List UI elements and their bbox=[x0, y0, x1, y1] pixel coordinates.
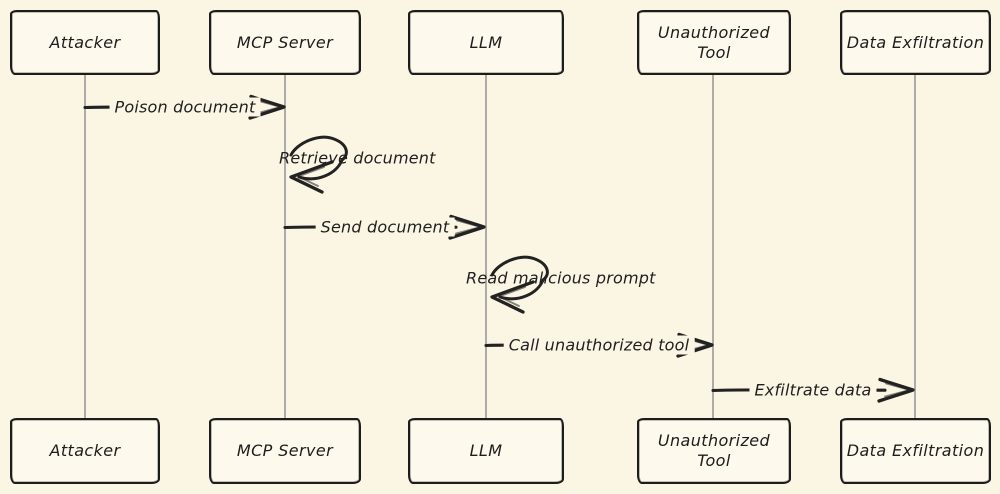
actor-label: Unauthorized Tool bbox=[657, 22, 771, 62]
actor-box-unauthorized-tool-bottom: Unauthorized Tool bbox=[637, 418, 791, 484]
message-label-retrieve-document: Retrieve document bbox=[279, 148, 436, 168]
actor-box-attacker-bottom: Attacker bbox=[10, 418, 160, 484]
actor-box-data-exfiltration-bottom: Data Exfiltration bbox=[840, 418, 991, 484]
arrowhead-icon bbox=[289, 160, 334, 194]
actor-label: MCP Server bbox=[236, 32, 334, 52]
actor-label: Unauthorized Tool bbox=[657, 431, 771, 470]
message-label-poison-document: Poison document bbox=[109, 97, 261, 117]
self-loop-read-malicious-prompt bbox=[490, 255, 549, 314]
actor-label: LLM bbox=[469, 441, 503, 460]
actor-label: Data Exfiltration bbox=[846, 441, 985, 460]
lifelines bbox=[84, 75, 916, 419]
message-label-read-malicious-prompt: Read malicious prompt bbox=[466, 268, 656, 288]
actor-box-mcp-server-top: MCP Server bbox=[209, 10, 361, 75]
message-label-call-unauthorized-tool: Call unauthorized tool bbox=[503, 335, 695, 355]
actor-box-llm-bottom: LLM bbox=[408, 418, 564, 484]
self-loop-retrieve-document bbox=[289, 135, 348, 194]
actor-box-data-exfiltration-top: Data Exfiltration bbox=[840, 10, 991, 75]
actor-label: Attacker bbox=[49, 32, 121, 52]
actor-label: Data Exfiltration bbox=[846, 32, 985, 52]
actor-label: MCP Server bbox=[236, 441, 334, 460]
arrowhead-icon bbox=[490, 280, 535, 314]
actor-box-attacker-top: Attacker bbox=[10, 10, 160, 75]
message-label-exfiltrate-data: Exfiltrate data bbox=[749, 380, 877, 400]
actor-label: LLM bbox=[469, 32, 503, 52]
actor-box-unauthorized-tool-top: Unauthorized Tool bbox=[637, 10, 791, 75]
actor-box-mcp-server-bottom: MCP Server bbox=[209, 418, 361, 484]
actor-label: Attacker bbox=[49, 441, 121, 460]
arrowhead-icon bbox=[877, 377, 915, 403]
arrowhead-icon bbox=[448, 214, 486, 240]
arrowhead-icon bbox=[248, 94, 286, 120]
message-label-send-document: Send document bbox=[315, 217, 455, 237]
actor-box-llm-top: LLM bbox=[408, 10, 564, 75]
